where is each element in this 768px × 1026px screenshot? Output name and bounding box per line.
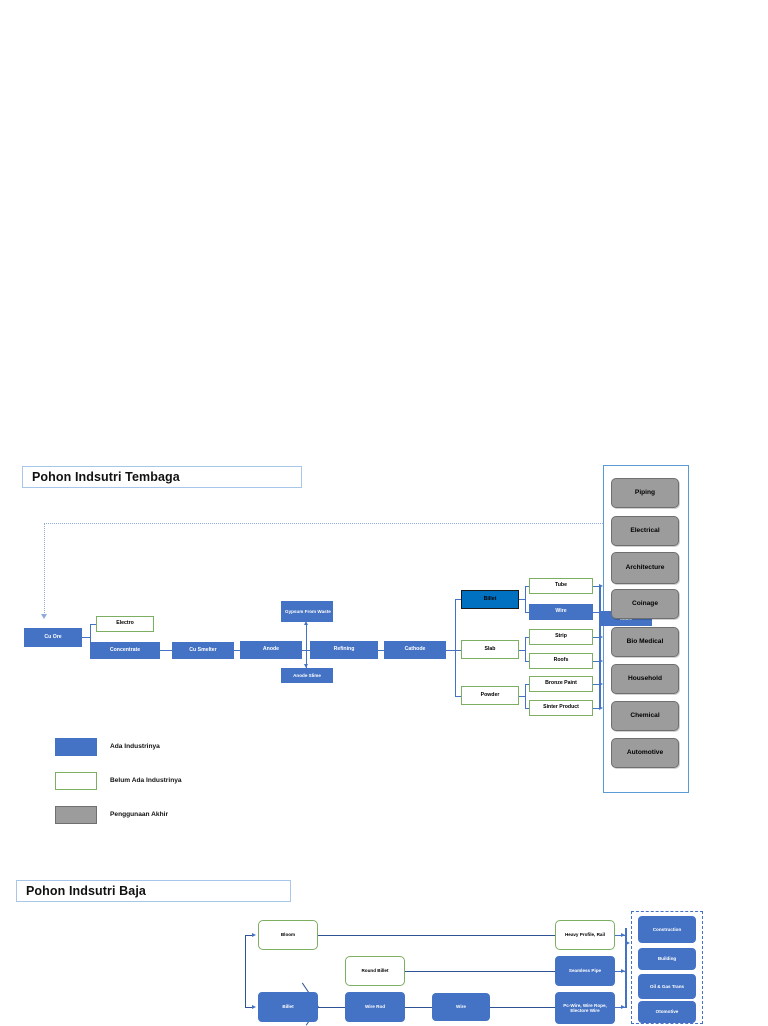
- node-cu-ore[interactable]: Cu Ore: [24, 628, 82, 647]
- steel-end-use-building[interactable]: Building: [638, 948, 696, 970]
- feedback-dotted-horizontal: [44, 523, 603, 524]
- legend-label-belum-ada-industrinya: Belum Ada Industrinya: [110, 777, 182, 784]
- end-use-chemical[interactable]: Chemical: [611, 701, 679, 731]
- node-sinter-product[interactable]: Sinter Product: [529, 700, 593, 716]
- node-wire-steel[interactable]: Wire: [432, 993, 490, 1021]
- node-electro[interactable]: Electro: [96, 616, 154, 632]
- node-anode[interactable]: Anode: [240, 641, 302, 659]
- steel-end-use-oil-gas-trans[interactable]: Oil & Gas Trans: [638, 974, 696, 999]
- node-round-billet[interactable]: Round Billet: [345, 956, 405, 986]
- end-use-automotive[interactable]: Automotive: [611, 738, 679, 768]
- node-roofs[interactable]: Roofs: [529, 653, 593, 669]
- node-heavy-profile-rail[interactable]: Heavy Profile, Rail: [555, 920, 615, 950]
- node-seamless-pipe[interactable]: Seamless Pipe: [555, 956, 615, 986]
- node-billet[interactable]: Billet: [461, 590, 519, 609]
- end-use-bio-medical[interactable]: Bio Medical: [611, 627, 679, 657]
- legend-swatch-ada-industrinya: [55, 738, 97, 756]
- node-concentrate[interactable]: Concentrate: [90, 642, 160, 659]
- end-use-architecture[interactable]: Architecture: [611, 552, 679, 584]
- node-bronze-paint[interactable]: Bronze Paint: [529, 676, 593, 692]
- node-wire-rod[interactable]: Wire Rod: [345, 992, 405, 1022]
- node-billet-steel[interactable]: Billet: [258, 992, 318, 1022]
- end-use-electrical[interactable]: Electrical: [611, 516, 679, 546]
- node-powder[interactable]: Powder: [461, 686, 519, 705]
- legend-swatch-belum-ada-industrinya: [55, 772, 97, 790]
- node-tube[interactable]: Tube: [529, 578, 593, 594]
- end-use-coinage[interactable]: Coinage: [611, 589, 679, 619]
- legend-label-ada-industrinya: Ada Industrinya: [110, 743, 160, 750]
- end-use-piping[interactable]: Piping: [611, 478, 679, 508]
- node-slab[interactable]: Slab: [461, 640, 519, 659]
- steel-section-title: Pohon Indsutri Baja: [16, 880, 291, 902]
- end-use-household[interactable]: Household: [611, 664, 679, 694]
- feedback-arrow-icon: [41, 614, 47, 619]
- node-gypsum-from-waste[interactable]: Gypsum From Waste: [281, 601, 333, 622]
- node-cathode[interactable]: Cathode: [384, 641, 446, 659]
- steel-end-use-construction[interactable]: Construction: [638, 916, 696, 943]
- node-wire[interactable]: Wire: [529, 604, 593, 620]
- feedback-dotted-vertical: [44, 523, 45, 615]
- node-anode-slime[interactable]: Anode Slime: [281, 668, 333, 683]
- legend-label-penggunaan-akhir: Penggunaan Akhir: [110, 811, 169, 818]
- node-pc-wire[interactable]: Pc-Wire, Wire Rope, Electore Wire: [555, 992, 615, 1024]
- node-cu-smelter[interactable]: Cu Smelter: [172, 642, 234, 659]
- node-strip[interactable]: Strip: [529, 629, 593, 645]
- node-bloom[interactable]: Bloom: [258, 920, 318, 950]
- node-refining[interactable]: Refining: [310, 641, 378, 659]
- legend-swatch-penggunaan-akhir: [55, 806, 97, 824]
- copper-section-title: Pohon Indsutri Tembaga: [22, 466, 302, 488]
- steel-end-use-otomotive[interactable]: Otomotive: [638, 1001, 696, 1023]
